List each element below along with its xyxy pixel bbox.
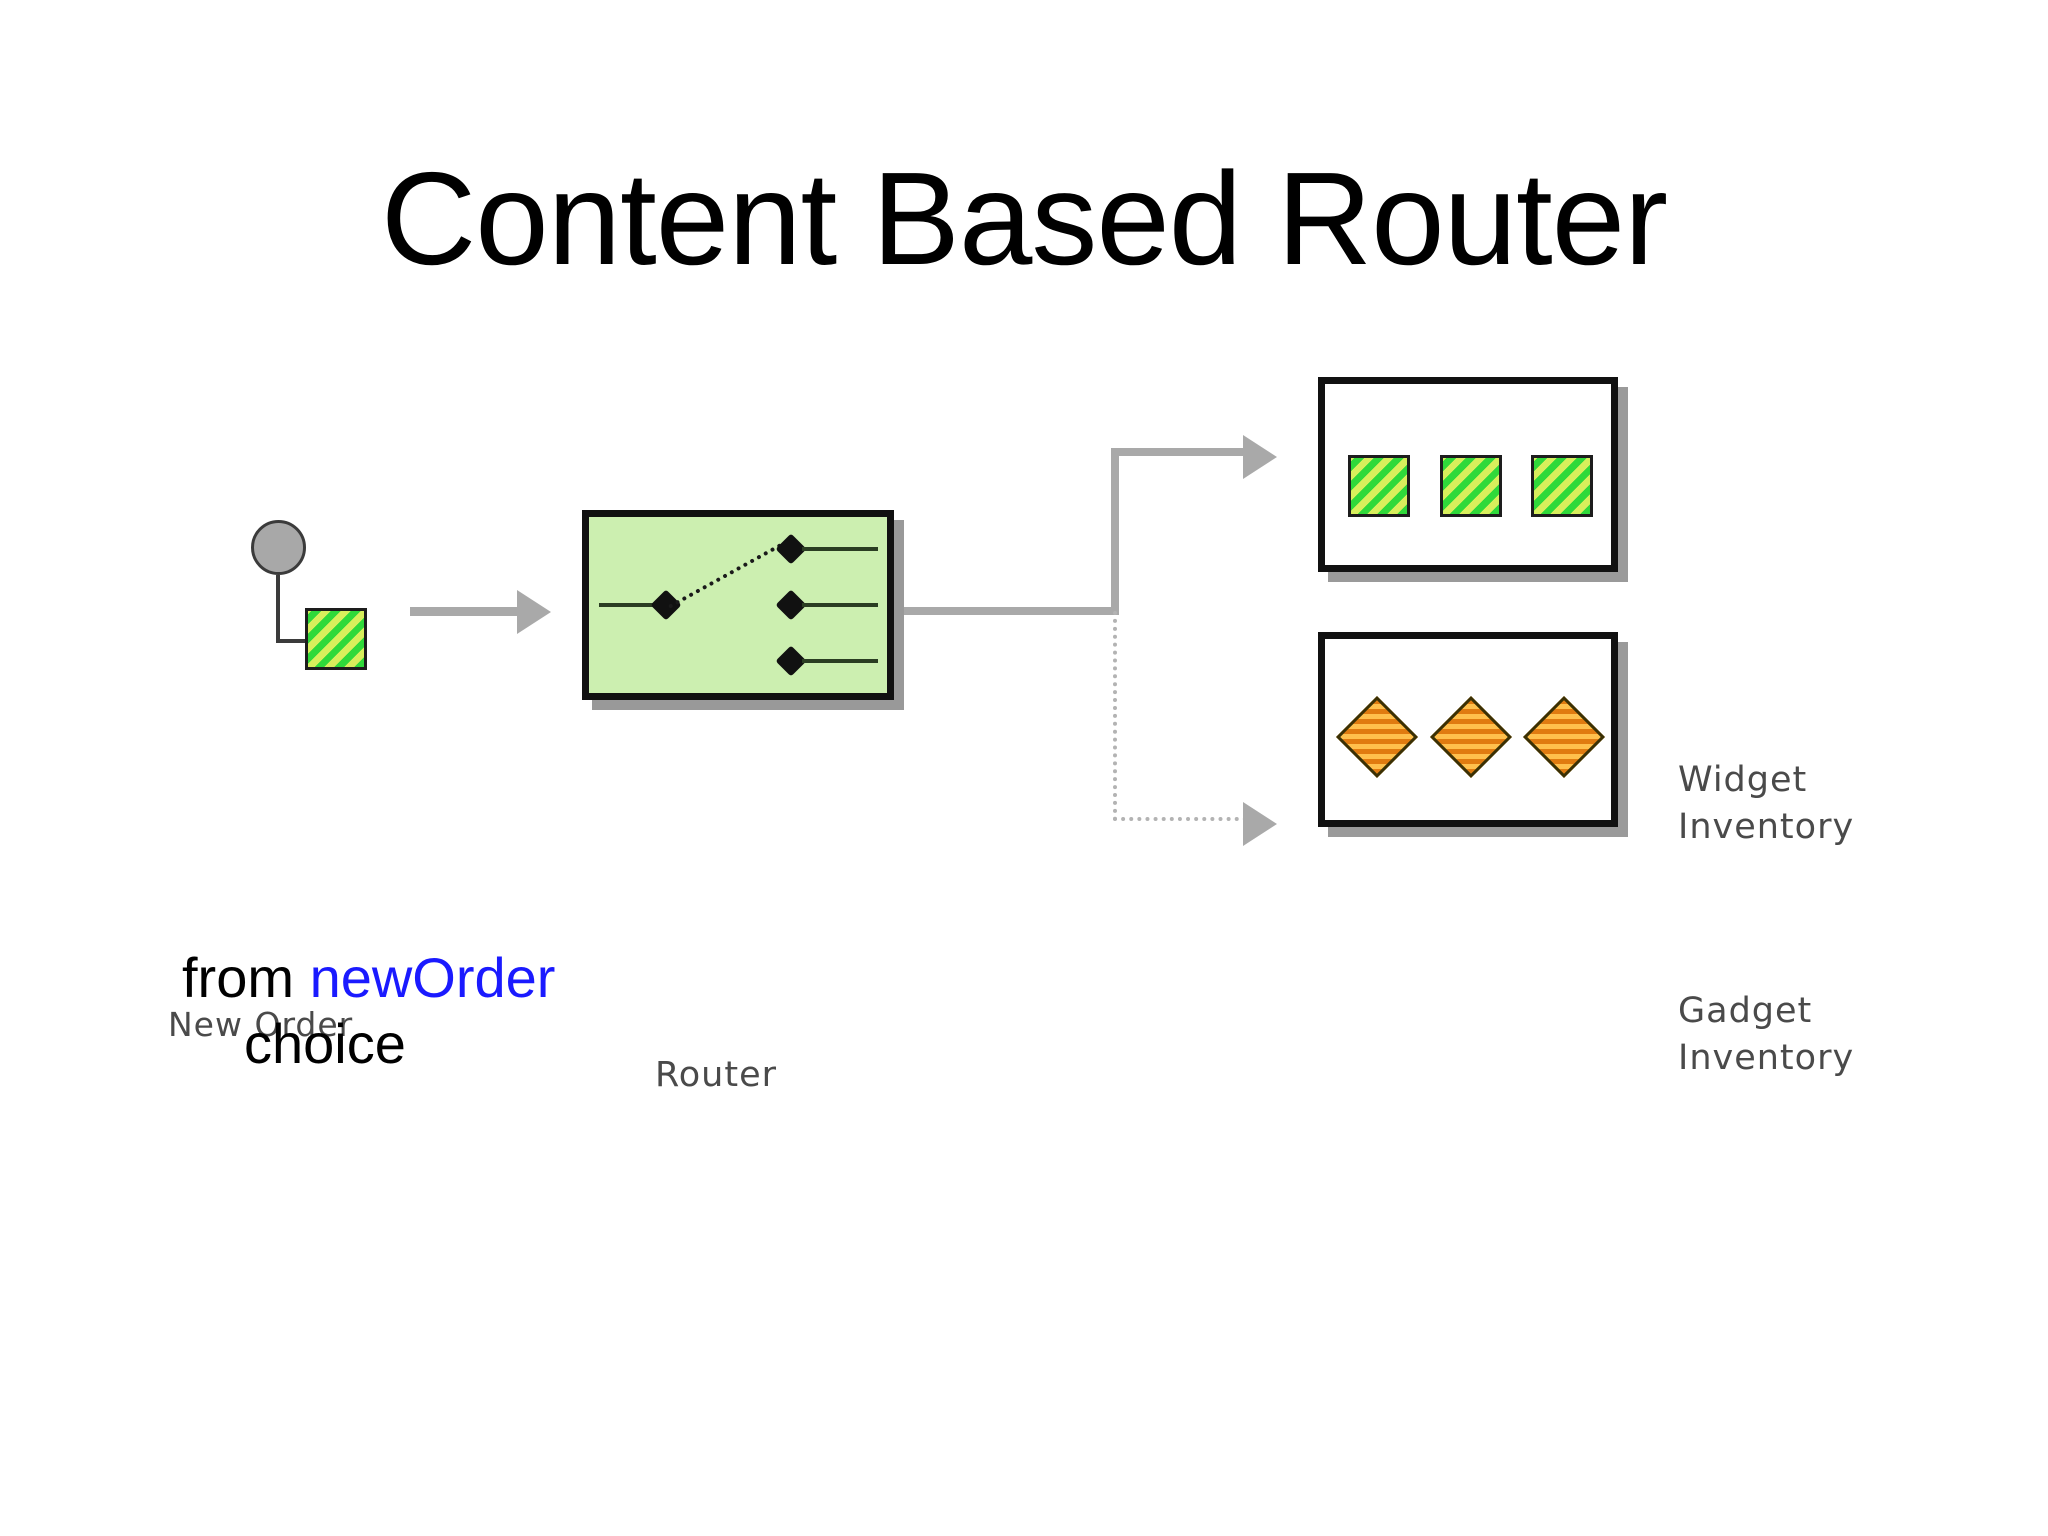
body-line-2: choice bbox=[244, 1012, 406, 1076]
body-line-1-keyword: newOrder bbox=[309, 946, 556, 1009]
switch-output-line-3 bbox=[802, 659, 878, 663]
switch-output-line-1 bbox=[802, 547, 878, 551]
pattern-diagram: New Order Router bbox=[0, 330, 2048, 1095]
green-hatched-square-icon bbox=[1348, 455, 1410, 517]
arrow-source-to-router-head-icon bbox=[517, 590, 551, 634]
green-hatched-square-icon bbox=[305, 608, 367, 670]
switch-input-line bbox=[599, 603, 679, 607]
router-box bbox=[582, 510, 894, 700]
endpoint-connector-elbow bbox=[276, 639, 312, 643]
body-line-1: from newOrder bbox=[182, 945, 555, 1011]
gadget-branch-horizontal-dotted-line bbox=[1113, 817, 1247, 821]
endpoint-connector-stem bbox=[276, 575, 280, 643]
widget-branch-horizontal-line bbox=[1111, 448, 1249, 456]
switch-output-line-2 bbox=[802, 603, 878, 607]
arrow-to-gadget-inventory-head-icon bbox=[1243, 802, 1277, 846]
gadget-inventory-label: Gadget Inventory bbox=[1678, 991, 1855, 1079]
arrow-source-to-router-line bbox=[410, 607, 520, 616]
green-hatched-square-icon bbox=[1439, 455, 1502, 517]
switch-blade-icon bbox=[668, 539, 789, 609]
message-endpoint-icon bbox=[251, 520, 306, 575]
widget-inventory-items bbox=[1348, 455, 1593, 517]
arrow-to-widget-inventory-head-icon bbox=[1243, 435, 1277, 479]
orange-striped-diamond-icon bbox=[1522, 695, 1606, 779]
orange-striped-diamond-icon bbox=[1335, 695, 1419, 779]
source-label: New Order bbox=[168, 1005, 354, 1044]
widget-branch-vertical-line bbox=[1111, 448, 1119, 615]
body-text-block: from newOrder choice bbox=[182, 945, 555, 1077]
page-title: Content Based Router bbox=[380, 145, 1668, 292]
orange-striped-diamond-icon bbox=[1429, 695, 1512, 779]
green-hatched-square-icon bbox=[1531, 455, 1593, 517]
router-label: Router bbox=[655, 1055, 777, 1095]
widget-inventory-label: Widget Inventory bbox=[1678, 760, 1855, 848]
router-output-trunk-line bbox=[904, 607, 1119, 615]
switch-input-contact-icon bbox=[650, 589, 682, 621]
body-line-1-prefix: from bbox=[182, 946, 310, 1009]
gadget-branch-vertical-dotted-line bbox=[1113, 611, 1117, 821]
gadget-inventory-items bbox=[1335, 695, 1606, 779]
